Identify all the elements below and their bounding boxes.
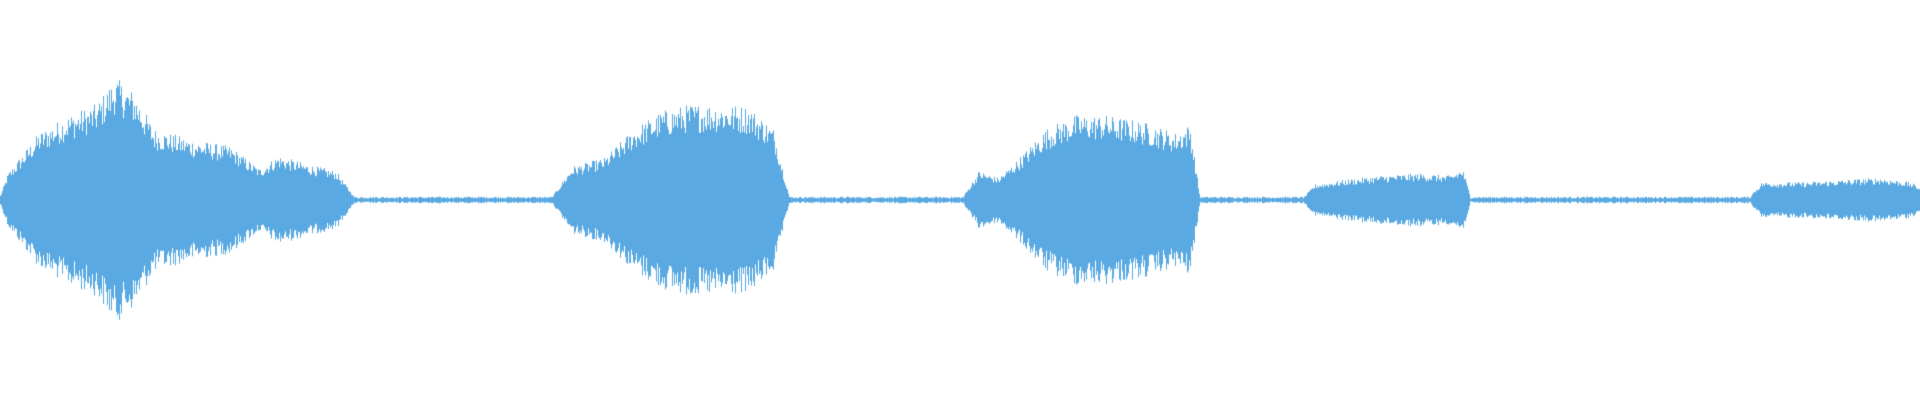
audio-waveform [0, 0, 1920, 400]
